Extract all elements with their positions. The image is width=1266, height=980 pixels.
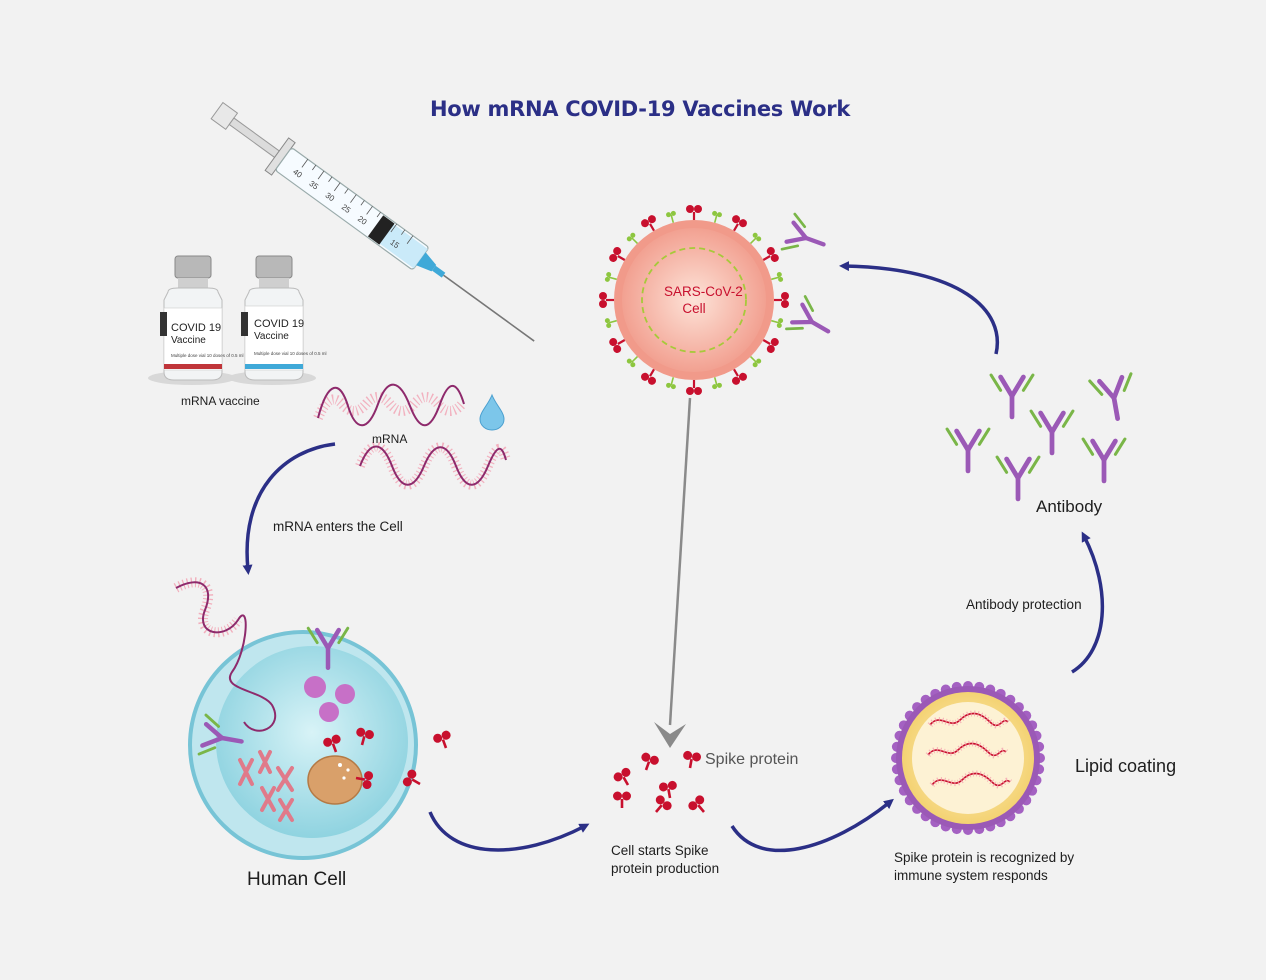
lipid-nanoparticle-icon (891, 681, 1045, 835)
arrow-virus-to-spike (654, 397, 692, 748)
spike-production-line2: protein production (611, 861, 720, 876)
mrna-strand-bottom (355, 441, 511, 490)
antibody-icon (1031, 411, 1073, 453)
virus-spike (597, 290, 616, 310)
spike-protein-cluster (610, 748, 713, 820)
mrna-enters-label: mRNA enters the Cell (273, 519, 403, 534)
human-cell-icon (188, 630, 418, 860)
virus-spike (684, 203, 704, 222)
virus-small-spike (769, 270, 785, 285)
virus-small-spike (603, 270, 619, 285)
mrna-strand-top (313, 383, 466, 427)
antibody-icon (947, 429, 989, 471)
virus-small-spike (709, 209, 724, 225)
vaccine-vial-icon (148, 255, 236, 385)
mrna-label: mRNA (372, 432, 408, 446)
antibody-icon (997, 457, 1039, 499)
recognized-line2: immune system responds (894, 868, 1048, 883)
virus-small-spike (603, 315, 619, 330)
arrow-lipid-to-antibody (1071, 531, 1105, 674)
antibody-icon (786, 296, 837, 347)
antibody-protection-label: Antibody protection (966, 597, 1082, 612)
antibody-icon (1083, 439, 1125, 481)
vial-2-line1: COVID 19 (254, 318, 304, 330)
virus-label-line1: SARS-CoV-2 (664, 284, 743, 299)
vial-2-line2: Vaccine (254, 331, 289, 342)
droplet-icon (479, 393, 505, 431)
vial-1-fine-print: Multiple dose vial 10 doses of 0.5 ml (171, 353, 244, 358)
page-title: How mRNA COVID-19 Vaccines Work (430, 97, 850, 121)
spike-production-line1: Cell starts Spike (611, 843, 709, 858)
virus-spike (684, 378, 704, 397)
virus-small-spike (664, 375, 679, 391)
antibody-group (947, 374, 1138, 499)
mrna-vaccine-caption: mRNA vaccine (181, 394, 260, 408)
recognized-line1: Spike protein is recognized by (894, 850, 1075, 865)
antibody-label: Antibody (1036, 497, 1103, 516)
syringe-icon: 40 35 30 25 20 15 (210, 101, 535, 342)
vial-2-fine-print: Multiple dose vial 10 doses of 0.5 ml (254, 351, 327, 356)
vial-1-line1: COVID 19 (171, 322, 221, 334)
virus-label-line2: Cell (682, 301, 706, 316)
antibody-icon (991, 375, 1033, 417)
vaccine-vial-icon (228, 255, 316, 385)
human-cell-label: Human Cell (247, 869, 347, 890)
spike-protein-label: Spike protein (705, 751, 799, 768)
virus-small-spike (664, 209, 679, 225)
spike-protein-icon (430, 728, 456, 753)
arrow-mrna-to-cell (242, 442, 336, 575)
virus-spike (772, 290, 791, 310)
virus-small-spike (769, 315, 785, 330)
virus-small-spike (709, 375, 724, 391)
lipid-coating-label: Lipid coating (1075, 756, 1177, 776)
arrow-antibody-to-virus (839, 261, 999, 355)
sars-cov-2-virus-icon (597, 203, 791, 397)
antibody-icon (782, 214, 830, 262)
vial-1-line2: Vaccine (171, 335, 206, 346)
mrna-strand-entering (173, 577, 276, 732)
arrow-cell-to-spike (428, 811, 590, 852)
antibody-icon (1090, 374, 1138, 422)
arrow-spike-to-lipid (730, 798, 894, 853)
